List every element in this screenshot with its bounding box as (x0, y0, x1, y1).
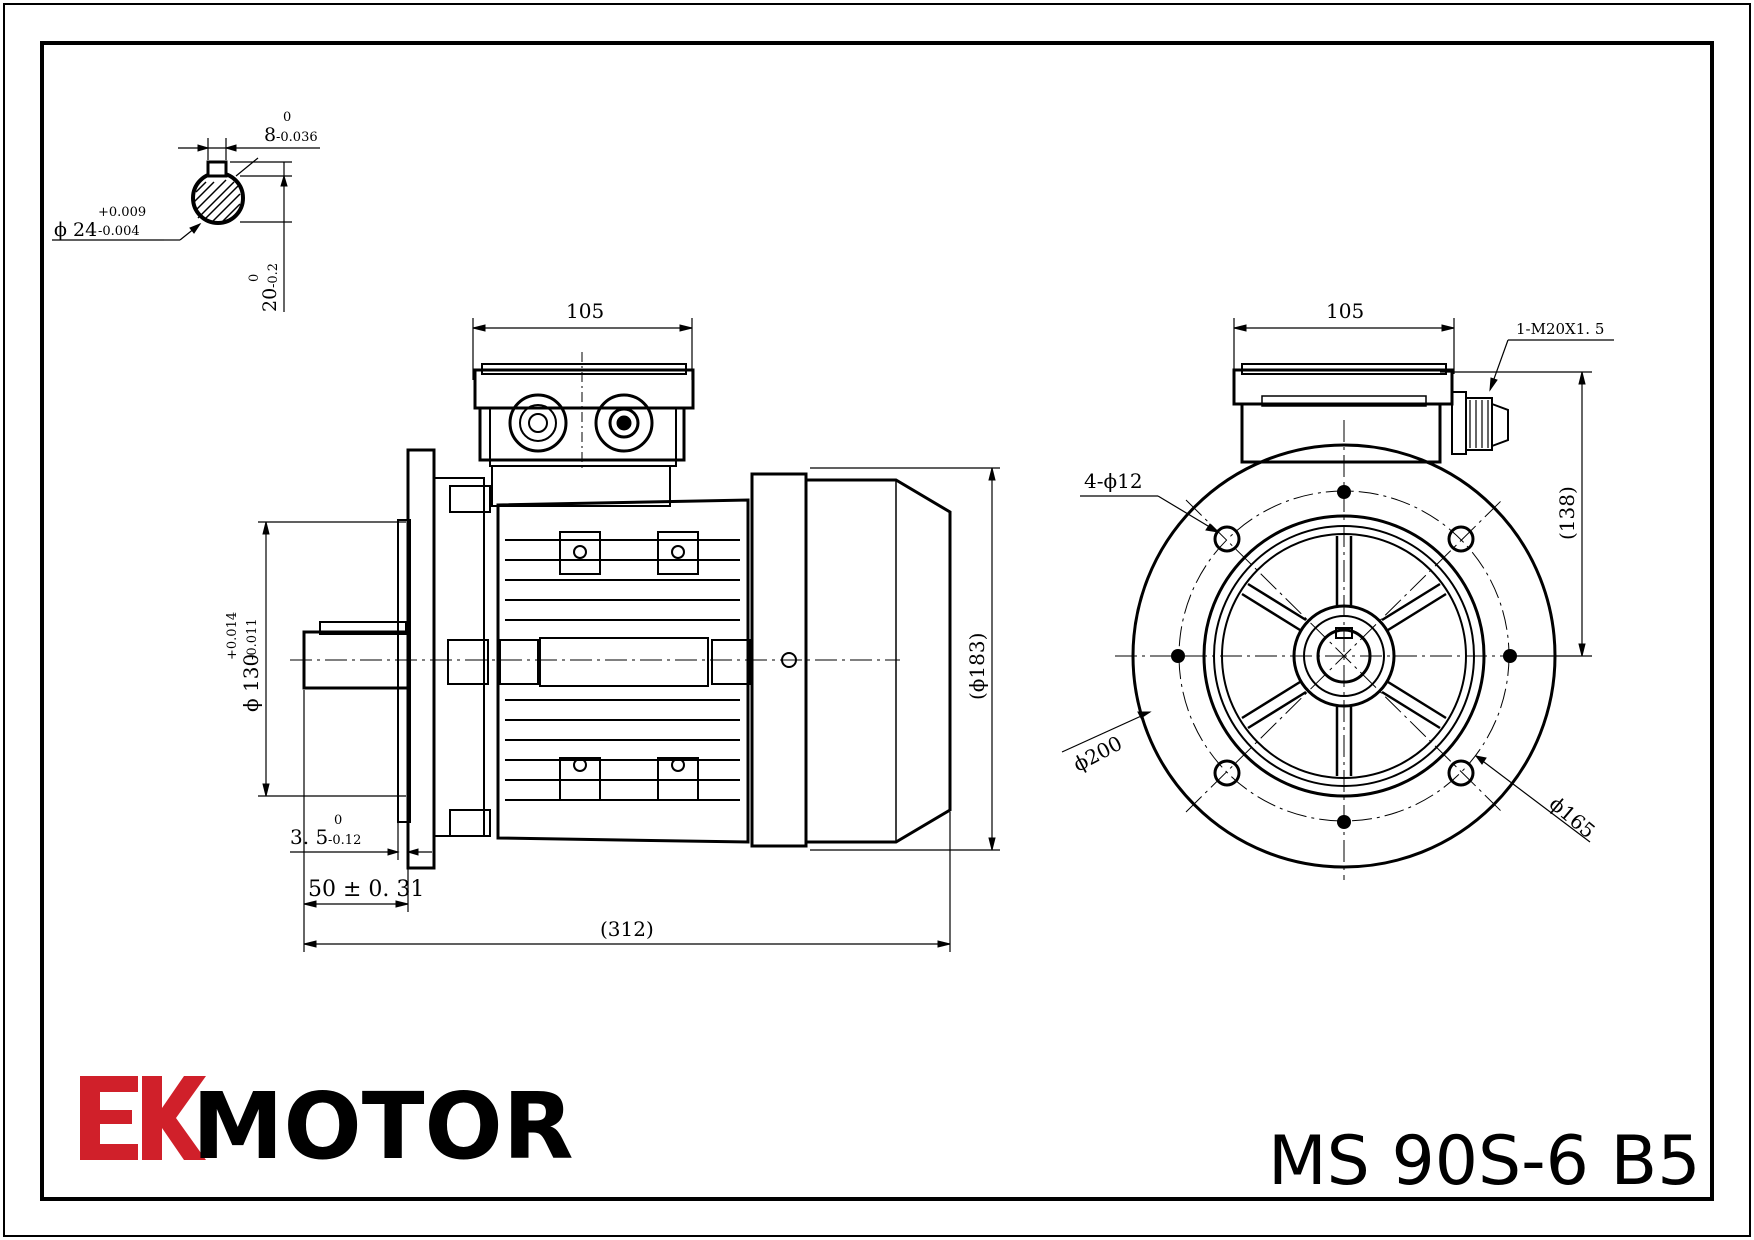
cooling-fins (505, 539, 740, 801)
bolt-holes-label: 4-ϕ12 (1084, 469, 1143, 493)
end-terminal-box-lid (1232, 368, 1454, 406)
model-number: MS 90S-6 B5 (1268, 1122, 1700, 1201)
overall-length-label: (312) (600, 917, 654, 941)
pitch-circle-label: ϕ165 (1545, 791, 1600, 843)
key-depth-lower-tol: -0.2 (266, 263, 281, 288)
fan-cover (804, 478, 952, 844)
box-height-label: (138) (1555, 486, 1579, 540)
shaft-diameter-upper-tol: +0.009 (98, 205, 146, 220)
shaft-diameter-label: ϕ 24 (54, 219, 97, 241)
shaft-key (319, 621, 407, 635)
spigot-lower-tol: -0.011 (245, 618, 260, 660)
key-section-view (52, 138, 320, 312)
spigot-depth-upper-tol: 0 (334, 813, 342, 828)
key-depth-label: 20 (259, 288, 281, 312)
spigot-upper-tol: +0.014 (225, 612, 240, 660)
spigot-depth-label: 3. 5 (290, 825, 328, 849)
key-width-lower-tol: -0.036 (276, 130, 318, 145)
outer-border (3, 3, 1751, 1237)
bolt-hole-bottom-left (1213, 759, 1241, 787)
motor-side-view (258, 318, 1000, 952)
brand-logo: MOTOR (80, 1073, 574, 1180)
cable-gland (1451, 391, 1467, 455)
frame-diameter-label: (ϕ183) (965, 633, 989, 700)
motor-body (496, 498, 750, 844)
motor-end-view (1061, 318, 1614, 880)
mounting-flange (406, 448, 436, 870)
key-depth-upper-tol: 0 (247, 274, 262, 282)
spigot-diameter-label: ϕ 130 (239, 654, 263, 712)
section-hatching (193, 179, 241, 223)
key-slot (206, 160, 228, 178)
bolt-hole-top-right (1447, 525, 1475, 553)
bolt-hole-top-left (1213, 525, 1241, 553)
cable-entry-left (508, 393, 568, 453)
flange-diameter-label: ϕ200 (1069, 731, 1126, 777)
end-box-width-label: 105 (1326, 299, 1364, 323)
terminal-box-lid (473, 368, 695, 410)
spigot-depth-lower-tol: -0.12 (328, 833, 361, 848)
brand-name: MOTOR (192, 1073, 574, 1180)
cable-gland-label: 1-M20X1. 5 (1516, 320, 1604, 338)
key-width-label: 8 (264, 124, 276, 146)
shaft-length-label: 50 ± 0. 31 (308, 877, 424, 902)
side-box-width-label: 105 (566, 299, 604, 323)
key-width-upper-tol: 0 (283, 110, 291, 125)
shaft-diameter-lower-tol: -0.004 (98, 224, 140, 239)
bolt-hole-bottom-right (1447, 759, 1475, 787)
cable-entry-right (594, 393, 654, 453)
ek-logo-mark (80, 1076, 206, 1160)
inner-border (40, 41, 1714, 1201)
fan-spokes (1241, 536, 1447, 776)
